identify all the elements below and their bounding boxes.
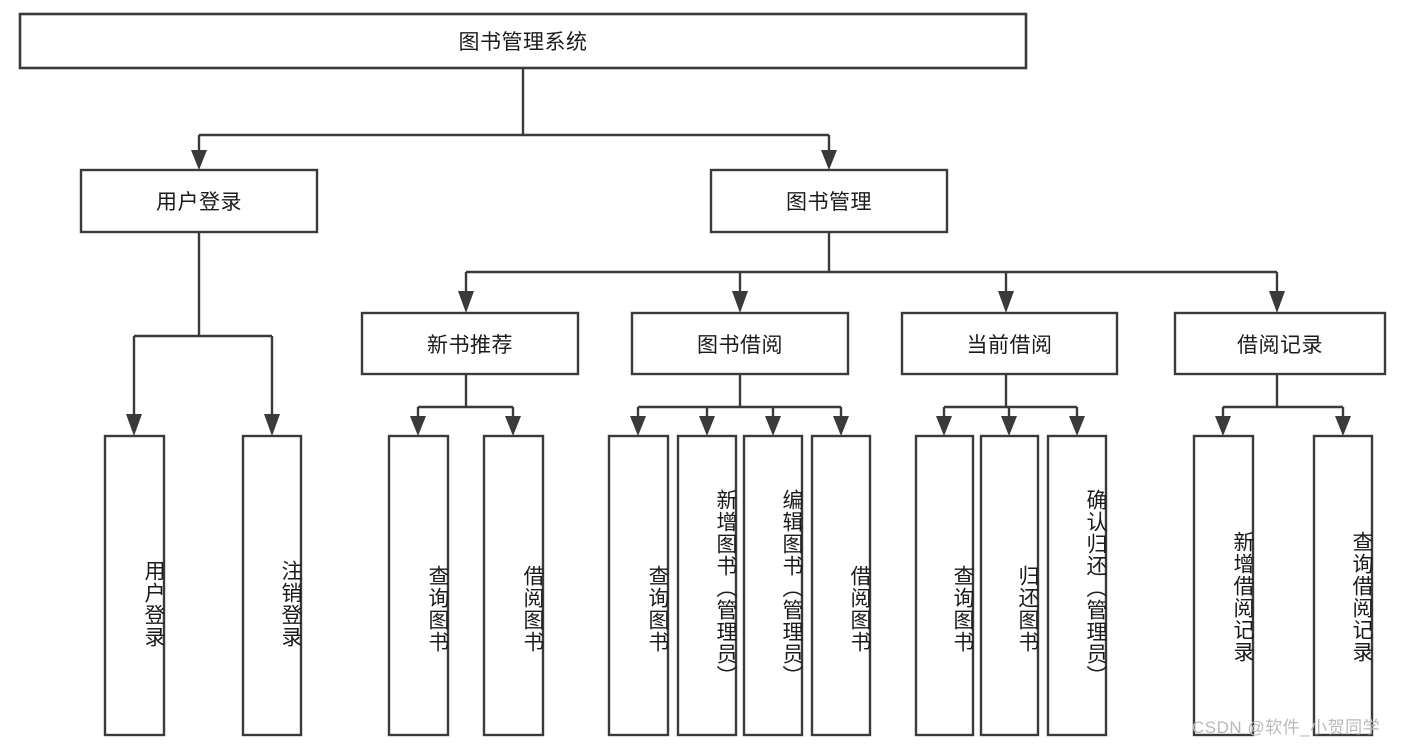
node-box-leaf-borrow-book-1[interactable]	[482, 434, 545, 737]
node-box-leaf-user-login[interactable]	[103, 434, 166, 737]
node-box-leaf-confirm-return[interactable]	[1046, 434, 1108, 737]
arrowhead-leaf-borrow-book-2	[833, 416, 849, 436]
node-box-current-borrow[interactable]	[900, 311, 1119, 376]
arrowhead-borrow-record	[1269, 291, 1285, 313]
node-box-root[interactable]	[18, 12, 1028, 70]
node-box-leaf-query-book-2[interactable]	[607, 434, 670, 737]
node-box-leaf-add-record[interactable]	[1192, 434, 1255, 737]
arrowhead-leaf-query-book-2	[630, 416, 646, 436]
node-box-leaf-query-record[interactable]	[1312, 434, 1374, 737]
arrowhead-leaf-add-record	[1215, 416, 1231, 436]
arrowhead-current-borrow	[998, 291, 1014, 313]
arrowhead-user-login	[191, 150, 207, 170]
arrowhead-leaf-return-book	[1001, 416, 1017, 436]
arrowhead-leaf-add-book	[699, 416, 715, 436]
arrowhead-book-manage	[821, 150, 837, 170]
arrowhead-leaf-confirm-return	[1069, 416, 1085, 436]
csdn-watermark: CSDN @软件_小贺同学	[1192, 718, 1381, 737]
arrowhead-leaf-user-login	[126, 414, 142, 436]
node-box-user-login[interactable]	[79, 168, 319, 234]
node-box-leaf-borrow-book-2[interactable]	[810, 434, 872, 737]
node-box-leaf-query-book-1[interactable]	[387, 434, 450, 737]
node-box-new-book-recommend[interactable]	[360, 311, 580, 376]
arrowhead-leaf-query-book-3	[936, 416, 952, 436]
arrowhead-new-book-recommend	[458, 291, 474, 313]
arrowhead-leaf-borrow-book-1	[505, 416, 521, 436]
node-box-leaf-query-book-3[interactable]	[914, 434, 975, 737]
node-box-leaf-edit-book[interactable]	[742, 434, 804, 737]
node-box-book-manage[interactable]	[709, 168, 949, 234]
node-box-book-borrow[interactable]	[630, 311, 850, 376]
node-box-leaf-add-book[interactable]	[676, 434, 738, 737]
arrowhead-leaf-edit-book	[765, 416, 781, 436]
node-box-leaf-return-book[interactable]	[979, 434, 1040, 737]
node-box-leaf-user-logout[interactable]	[241, 434, 303, 737]
arrowhead-book-borrow	[732, 291, 748, 313]
node-box-borrow-record[interactable]	[1173, 311, 1387, 376]
arrowhead-leaf-query-book-1	[410, 416, 426, 436]
arrowhead-leaf-user-logout	[264, 414, 280, 436]
arrowhead-leaf-query-record	[1335, 416, 1351, 436]
